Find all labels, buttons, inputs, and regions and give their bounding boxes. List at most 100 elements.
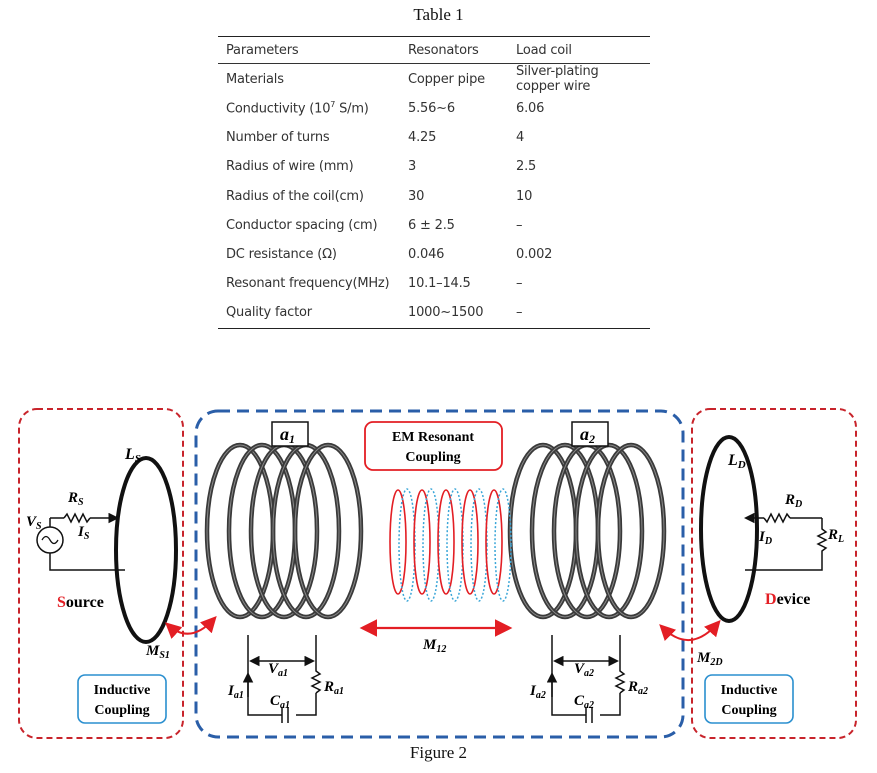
svg-text:EM Resonant: EM Resonant	[392, 430, 474, 445]
svg-text:a1: a1	[280, 424, 295, 446]
em-wave-red	[485, 489, 503, 595]
table-cell: 1000~1500	[400, 298, 508, 329]
svg-text:Inductive: Inductive	[94, 683, 151, 698]
em-wave-red	[461, 489, 479, 595]
table-cell: Conductivity (107 S/m)	[226, 100, 369, 117]
em-resonant-coupling-label: EM Resonant Coupling	[364, 421, 503, 471]
table-cell: 10	[516, 188, 533, 204]
resonator-coil-2	[507, 442, 667, 620]
table-row: Materials Copper pipe Silver-plating cop…	[218, 64, 650, 94]
label-ld: LD	[727, 452, 746, 471]
label-rs: RS	[67, 490, 84, 508]
device-region-box	[691, 408, 857, 739]
table-row: Radius of the coil(cm) 30 10	[218, 182, 650, 211]
resonator-1-circuit	[242, 635, 322, 723]
table-cell: 5.56~6	[408, 101, 455, 117]
label-va1: Va1	[268, 661, 288, 679]
label-m2d: M2D	[696, 650, 723, 668]
svg-text:Coupling: Coupling	[405, 450, 460, 465]
table-cell: Resonant frequency(MHz)	[226, 276, 390, 292]
source-label: Source	[57, 594, 104, 611]
table-cell: 6 ± 2.5	[408, 217, 455, 233]
resonator-label-a2: a2	[571, 421, 609, 447]
table-cell: Silver-plating copper wire	[516, 64, 599, 94]
table-caption: Table 1	[413, 5, 464, 24]
m2d-arrow	[659, 619, 721, 642]
label-id: ID	[758, 529, 772, 547]
table-cell: 10.1–14.5	[408, 276, 471, 292]
label-ia2: Ia2	[529, 683, 546, 701]
inductive-coupling-left: Inductive Coupling	[77, 674, 167, 724]
resonator-coil-1	[204, 442, 364, 620]
ms1-arrow	[165, 616, 217, 639]
table-header-row: Parameters Resonators Load coil	[218, 36, 650, 64]
svg-text:Inductive: Inductive	[721, 683, 778, 698]
exponent: 7	[330, 100, 336, 110]
label-rd: RD	[784, 492, 802, 510]
label-is: IS	[77, 524, 90, 542]
source-loop	[114, 456, 178, 644]
header-resonators: Resonators	[400, 36, 508, 64]
parameters-table: Parameters Resonators Load coil Material…	[218, 36, 650, 329]
table-cell: 30	[408, 188, 425, 204]
table-row: Conductor spacing (cm) 6 ± 2.5 –	[218, 211, 650, 240]
svg-text:Coupling: Coupling	[721, 703, 776, 718]
label-ca2: Ca2	[574, 693, 594, 711]
table-cell: 3	[408, 159, 417, 175]
em-wave-blue	[446, 488, 464, 602]
figure-caption: Figure 2	[409, 743, 468, 762]
em-wave-red	[413, 489, 431, 595]
table-cell: –	[516, 217, 523, 233]
em-wave-blue	[494, 488, 512, 602]
table-cell: 0.046	[408, 247, 445, 263]
label-ia1: Ia1	[227, 683, 244, 701]
em-wave-blue	[398, 488, 416, 602]
table-row: Quality factor 1000~1500 –	[218, 298, 650, 329]
svg-text:a2: a2	[580, 424, 595, 446]
resonator-label-a1: a1	[271, 421, 309, 447]
device-loop	[699, 435, 759, 623]
voltage-source-icon	[36, 526, 64, 554]
table-cell: 4	[516, 130, 525, 146]
label-vs: VS	[26, 514, 42, 532]
table-cell: 6.06	[516, 101, 545, 117]
source-circuit	[49, 512, 125, 571]
table-cell: Copper pipe	[408, 71, 485, 87]
header-load-coil: Load coil	[508, 36, 650, 64]
table-row: DC resistance (Ω) 0.046 0.002	[218, 240, 650, 269]
header-parameters: Parameters	[218, 36, 400, 64]
label-ra1: Ra1	[323, 679, 344, 697]
device-circuit	[744, 512, 828, 571]
table-cell: Radius of the coil(cm)	[226, 188, 364, 204]
label-ca1: Ca1	[270, 693, 290, 711]
wpt-system-diagram: LS RS VS IS Source MS1 Inductive Couplin…	[18, 408, 857, 739]
em-wave-blue	[422, 488, 440, 602]
label-m12: M12	[422, 637, 446, 655]
label-rl: RL	[827, 527, 844, 545]
table-cell: 4.25	[408, 130, 437, 146]
table-cell: –	[516, 276, 523, 292]
resonator-region-box	[194, 409, 685, 739]
label-ra2: Ra2	[627, 679, 648, 697]
label-va2: Va2	[574, 661, 594, 679]
resonator-2-circuit	[546, 635, 626, 723]
inductive-coupling-right: Inductive Coupling	[704, 674, 794, 724]
table-cell: 2.5	[516, 159, 537, 175]
table-cell: Radius of wire (mm)	[226, 159, 354, 175]
table-cell: Quality factor	[218, 298, 400, 329]
em-wave-blue	[470, 488, 488, 602]
table-cell: Number of turns	[226, 130, 330, 146]
table-row: Radius of wire (mm) 3 2.5	[218, 152, 650, 181]
device-label: Device	[765, 591, 810, 608]
table-cell: –	[508, 298, 650, 329]
table-row: Number of turns 4.25 4	[218, 123, 650, 152]
table-cell: Conductor spacing (cm)	[226, 217, 378, 233]
label-ls: LS	[124, 446, 141, 465]
table-cell: DC resistance (Ω)	[226, 247, 337, 263]
label-ms1: MS1	[145, 643, 170, 661]
coil-turn	[597, 444, 665, 618]
em-wave-red	[437, 489, 455, 595]
svg-text:Coupling: Coupling	[94, 703, 149, 718]
em-wave-red	[389, 489, 407, 595]
coil-turn	[575, 444, 643, 618]
